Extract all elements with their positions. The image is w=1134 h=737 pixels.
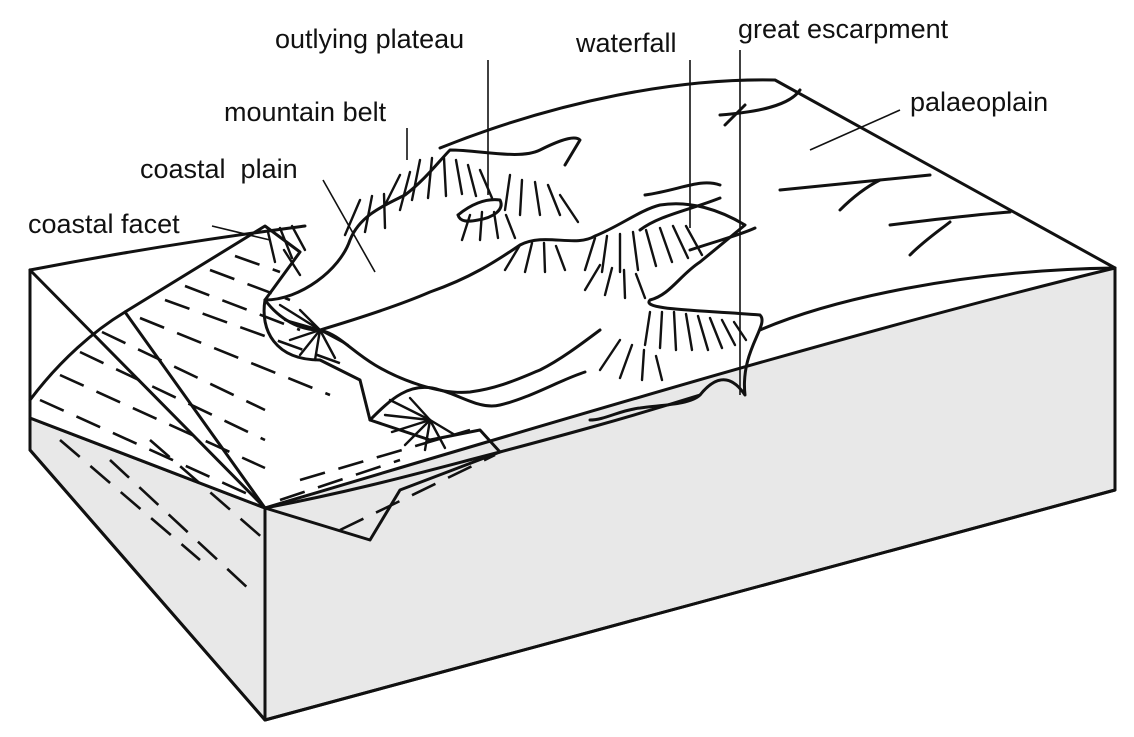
label-outlying-plateau: outlying plateau xyxy=(275,24,464,54)
label-mountain-belt: mountain belt xyxy=(224,97,387,127)
label-coastal-plain: coastal plain xyxy=(140,154,298,184)
shelf-edge xyxy=(123,310,267,510)
front-layer-line xyxy=(28,416,267,510)
bedding-dashes xyxy=(39,254,496,591)
palaeoplain-back-edge xyxy=(28,224,307,272)
block-right-face xyxy=(263,266,1117,722)
label-palaeoplain: palaeoplain xyxy=(910,87,1048,117)
alluvial-fans xyxy=(278,303,457,452)
label-waterfall: waterfall xyxy=(575,28,677,58)
outlying-plateau-top xyxy=(456,198,503,223)
coastal-plain-boundary xyxy=(263,136,582,302)
leader-lines xyxy=(211,50,901,395)
coastal-wedge xyxy=(28,224,502,542)
river-course xyxy=(263,298,602,394)
mountain-hachures xyxy=(266,156,748,382)
palaeoplain-rivers xyxy=(638,88,1012,257)
label-great-escarpment: great escarpment xyxy=(738,14,949,44)
palaeoplain-outer-edge xyxy=(438,78,1117,270)
lower-coast xyxy=(368,370,587,422)
escarpment-front xyxy=(318,202,764,422)
front-top-edge xyxy=(28,268,267,510)
label-coastal-facet: coastal facet xyxy=(28,209,180,239)
surface-curve xyxy=(758,266,1117,332)
